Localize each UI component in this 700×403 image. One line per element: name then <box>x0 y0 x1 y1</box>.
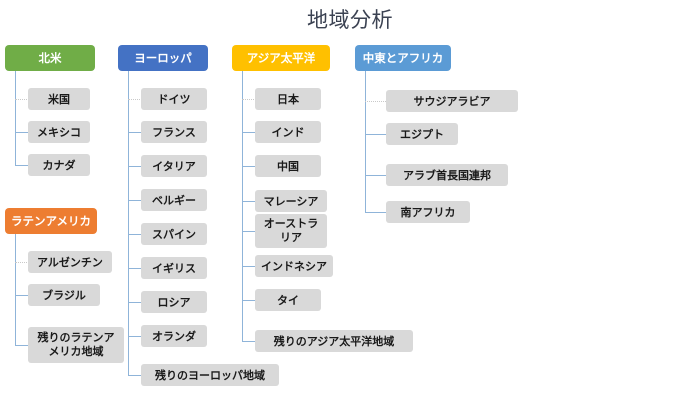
connector-latin-america-0 <box>15 262 33 263</box>
connector-europe-6 <box>128 302 146 303</box>
child-node-europe-2[interactable]: イタリア <box>141 155 207 177</box>
child-node-europe-1[interactable]: フランス <box>141 121 207 143</box>
connector-asia-pacific-5 <box>242 266 260 267</box>
connector-middle-east-africa-1 <box>365 134 390 135</box>
trunk-latin-america <box>15 234 16 345</box>
connector-europe-0 <box>128 99 146 100</box>
child-node-asia-pacific-4[interactable]: オーストラリア <box>255 214 327 248</box>
connector-middle-east-africa-2 <box>365 175 390 176</box>
child-node-asia-pacific-5[interactable]: インドネシア <box>255 255 333 277</box>
child-node-asia-pacific-2[interactable]: 中国 <box>255 155 321 177</box>
child-node-middle-east-africa-2[interactable]: アラブ首長国連邦 <box>386 164 508 186</box>
connector-asia-pacific-1 <box>242 132 260 133</box>
child-node-europe-6[interactable]: ロシア <box>141 291 207 313</box>
root-node-middle-east-africa[interactable]: 中東とアフリカ <box>355 45 451 71</box>
child-node-latin-america-2[interactable]: 残りのラテンアメリカ地域 <box>28 327 124 363</box>
connector-europe-4 <box>128 234 146 235</box>
connector-asia-pacific-7 <box>242 341 260 342</box>
trunk-middle-east-africa <box>365 71 366 212</box>
child-node-latin-america-1[interactable]: ブラジル <box>28 284 100 306</box>
root-node-europe[interactable]: ヨーロッパ <box>118 45 208 71</box>
child-node-europe-3[interactable]: ベルギー <box>141 189 207 211</box>
connector-latin-america-2 <box>15 345 33 346</box>
connector-north-america-0 <box>15 99 33 100</box>
child-node-asia-pacific-0[interactable]: 日本 <box>255 88 321 110</box>
connector-europe-8 <box>128 375 146 376</box>
child-node-middle-east-africa-1[interactable]: エジプト <box>386 123 458 145</box>
connector-north-america-2 <box>15 165 33 166</box>
child-node-europe-4[interactable]: スパイン <box>141 223 207 245</box>
connector-europe-1 <box>128 132 146 133</box>
root-node-latin-america[interactable]: ラテンアメリカ <box>5 208 97 234</box>
connector-europe-3 <box>128 200 146 201</box>
child-node-asia-pacific-6[interactable]: タイ <box>255 289 321 311</box>
connector-asia-pacific-4 <box>242 231 260 232</box>
child-node-asia-pacific-7[interactable]: 残りのアジア太平洋地域 <box>255 330 413 352</box>
connector-asia-pacific-6 <box>242 300 260 301</box>
connector-middle-east-africa-0 <box>365 101 390 102</box>
child-node-north-america-0[interactable]: 米国 <box>28 88 90 110</box>
child-node-latin-america-0[interactable]: アルゼンチン <box>28 251 112 273</box>
child-node-asia-pacific-1[interactable]: インド <box>255 121 321 143</box>
connector-latin-america-1 <box>15 295 33 296</box>
child-node-asia-pacific-3[interactable]: マレーシア <box>255 190 327 212</box>
child-node-europe-8[interactable]: 残りのヨーロッパ地域 <box>141 364 279 386</box>
child-node-europe-7[interactable]: オランダ <box>141 325 207 347</box>
connector-asia-pacific-2 <box>242 166 260 167</box>
root-node-asia-pacific[interactable]: アジア太平洋 <box>232 45 330 71</box>
connector-asia-pacific-0 <box>242 99 260 100</box>
child-node-middle-east-africa-3[interactable]: 南アフリカ <box>386 201 470 223</box>
connector-middle-east-africa-3 <box>365 212 390 213</box>
trunk-asia-pacific <box>242 71 243 341</box>
root-node-north-america[interactable]: 北米 <box>5 45 95 71</box>
child-node-north-america-1[interactable]: メキシコ <box>28 121 90 143</box>
child-node-europe-0[interactable]: ドイツ <box>141 88 207 110</box>
connector-europe-5 <box>128 268 146 269</box>
trunk-north-america <box>15 71 16 165</box>
child-node-europe-5[interactable]: イギリス <box>141 257 207 279</box>
connector-europe-7 <box>128 336 146 337</box>
page-title: 地域分析 <box>307 8 393 32</box>
connector-asia-pacific-3 <box>242 201 260 202</box>
child-node-north-america-2[interactable]: カナダ <box>28 154 90 176</box>
trunk-europe <box>128 71 129 375</box>
child-node-middle-east-africa-0[interactable]: サウジアラビア <box>386 90 518 112</box>
connector-europe-2 <box>128 166 146 167</box>
connector-north-america-1 <box>15 132 33 133</box>
